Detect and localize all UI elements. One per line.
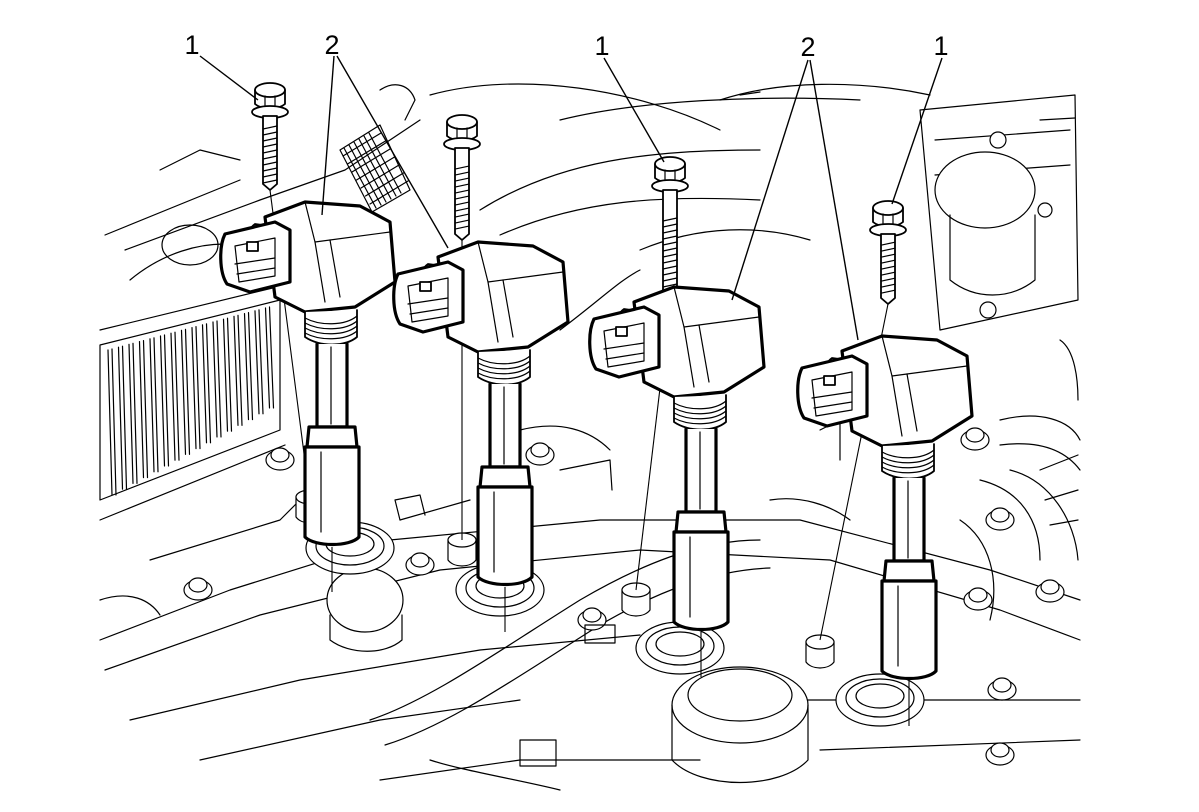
bolt-boss — [447, 532, 477, 567]
callout-2-right: 2 — [800, 32, 815, 62]
ignition-coil — [796, 334, 974, 726]
callout-1-center: 1 — [594, 31, 609, 61]
air-cleaner — [919, 94, 1079, 331]
callout-1-left: 1 — [184, 30, 199, 60]
connector-latch-icon — [246, 241, 259, 252]
leader-2a-1 — [321, 55, 335, 216]
leader-2b-2 — [809, 59, 859, 341]
leader-1b — [603, 57, 665, 163]
connector-latch-icon — [419, 281, 432, 292]
oil-filler-cap — [671, 666, 809, 783]
connector-latch-icon — [823, 375, 836, 386]
radiator-grille — [99, 284, 286, 521]
leader-1a — [199, 55, 259, 101]
callout-layer: 1 2 1 2 1 — [184, 30, 949, 341]
coil-bolt — [869, 200, 907, 305]
coil-bolt — [251, 82, 289, 191]
connector-latch-icon — [615, 326, 628, 337]
vent-grid — [339, 124, 411, 213]
leader-2a-2 — [336, 55, 449, 249]
callout-2-left: 2 — [324, 30, 339, 60]
leader-1c — [891, 57, 943, 205]
spark-plug-well — [835, 673, 925, 727]
ignition-coil — [588, 285, 766, 677]
coil-bolt — [651, 156, 689, 305]
ignition-coil — [392, 240, 570, 632]
coil-bolt — [443, 114, 481, 241]
callout-1-right: 1 — [933, 31, 948, 61]
bolt-boss — [805, 634, 835, 669]
leader-2b-1 — [731, 59, 809, 301]
ignition-coil — [219, 200, 397, 592]
fasteners — [183, 427, 1065, 766]
engine-background — [99, 83, 1081, 791]
